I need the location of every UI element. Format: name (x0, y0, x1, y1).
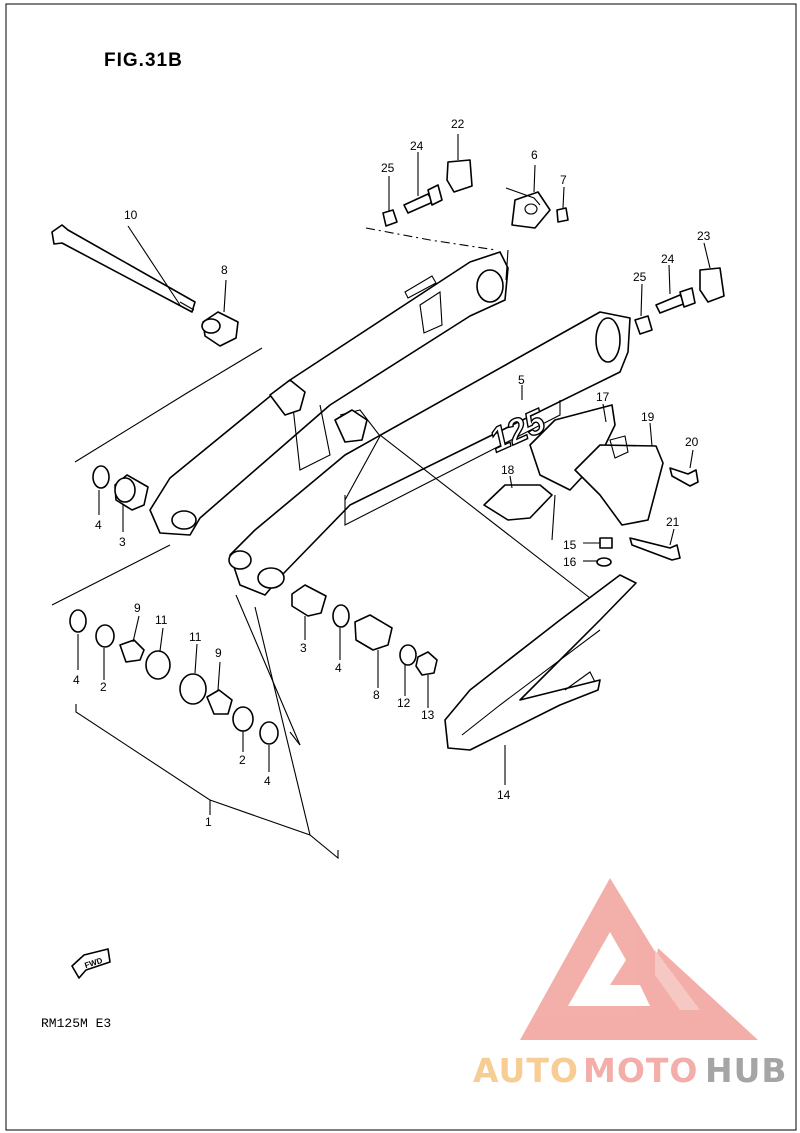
callout-25b: 25 (633, 270, 647, 284)
callout-23: 23 (697, 229, 711, 243)
callout-4a: 4 (95, 518, 102, 532)
callout-13: 13 (421, 708, 435, 722)
fwd-arrow: FWD (71, 948, 111, 979)
callout-4c: 4 (335, 661, 342, 675)
chain-guide-14 (444, 574, 637, 751)
watermark-text-moto: MOTO (583, 1051, 698, 1090)
small-hardware (382, 159, 725, 567)
callout-25a: 25 (381, 161, 395, 175)
callout-3a: 3 (119, 535, 126, 549)
leader-lines (51, 134, 711, 860)
callout-labels: 1 2 2 3 3 4 4 4 4 5 6 7 8 8 9 9 10 11 11… (73, 117, 711, 829)
callout-18: 18 (501, 463, 515, 477)
callout-12: 12 (397, 696, 411, 710)
model-code: RM125M E3 (41, 1016, 111, 1031)
lower-bushing-set (69, 584, 438, 745)
figure-title: FIG.31B (104, 50, 183, 71)
callout-5: 5 (518, 373, 525, 387)
spacer-8-upper (201, 311, 239, 347)
callout-14: 14 (497, 788, 511, 802)
callout-10: 10 (124, 208, 138, 222)
callout-17: 17 (596, 390, 610, 404)
callout-16: 16 (563, 555, 577, 569)
callout-1: 1 (205, 815, 212, 829)
callout-9a: 9 (134, 601, 141, 615)
callout-11b: 11 (189, 630, 202, 644)
callout-3b: 3 (300, 641, 307, 655)
callout-8b: 8 (373, 688, 380, 702)
watermark-text-hub: HUB (705, 1051, 788, 1090)
swingarm-drawing: 125 (149, 251, 631, 596)
bearing-3-upper (114, 474, 149, 511)
callout-21: 21 (666, 515, 680, 529)
watermark-text-auto: AUTO (473, 1051, 579, 1090)
seal-4-upper (92, 465, 110, 489)
callout-2b: 2 (239, 753, 246, 767)
callout-19: 19 (641, 410, 655, 424)
callout-9b: 9 (215, 646, 222, 660)
callout-7: 7 (560, 173, 567, 187)
callout-6: 6 (531, 148, 538, 162)
chain-guard-bracket (483, 404, 664, 526)
callout-4d: 4 (264, 774, 271, 788)
callout-4b: 4 (73, 673, 80, 687)
callout-15: 15 (563, 538, 577, 552)
callout-2a: 2 (100, 680, 107, 694)
callout-8a: 8 (221, 263, 228, 277)
watermark-logo: AUTO MOTO HUB (473, 878, 788, 1090)
callout-24a: 24 (410, 139, 424, 153)
callout-20: 20 (685, 435, 699, 449)
callout-24b: 24 (661, 252, 675, 266)
callout-11a: 11 (155, 613, 168, 627)
callout-22: 22 (451, 117, 465, 131)
watermark-triangle-icon (520, 878, 758, 1040)
pivot-shaft-10 (51, 224, 196, 313)
